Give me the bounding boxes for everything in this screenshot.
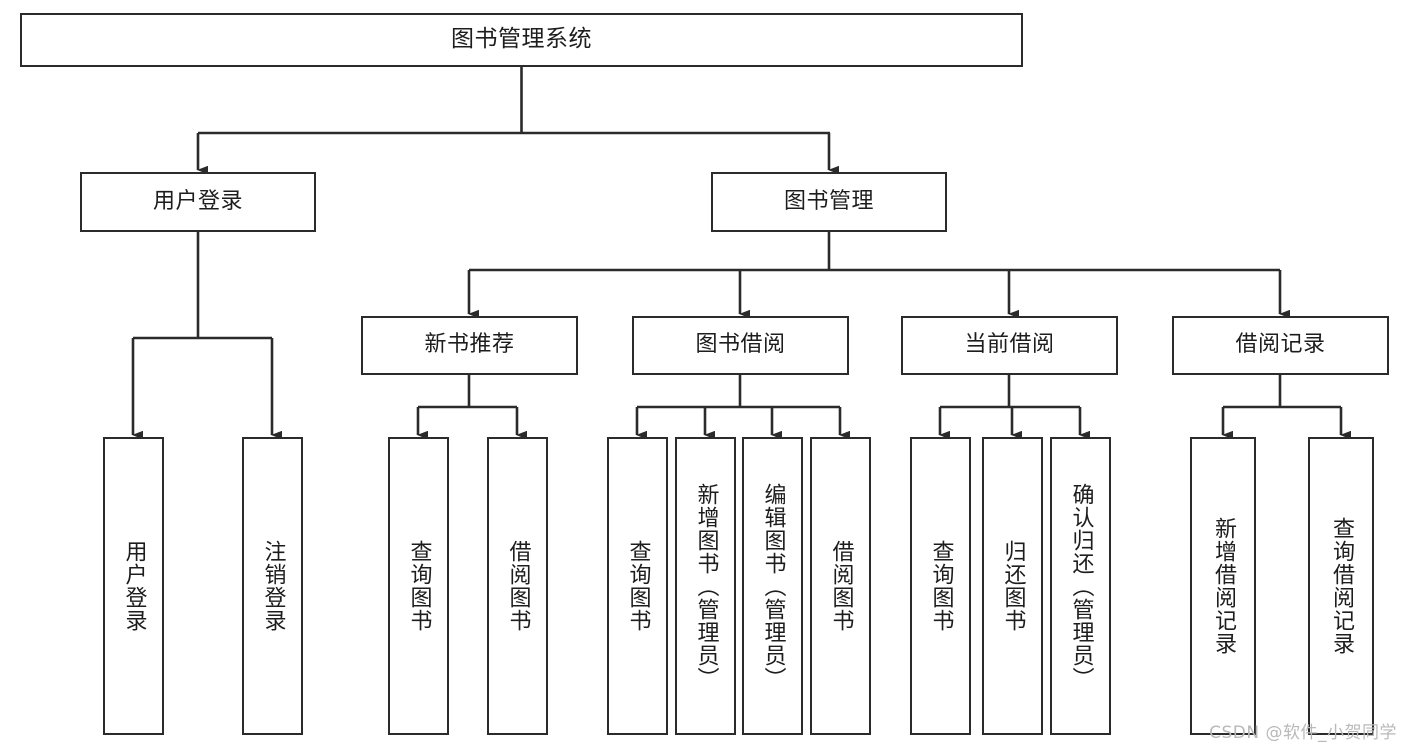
node-label: 新增借阅记录 [1210, 517, 1236, 655]
node-leaf-borrow-book[interactable]: 借阅图书 [810, 437, 871, 735]
node-label: 查询图书 [625, 540, 651, 632]
node-label: 注销登录 [260, 540, 286, 632]
node-leaf-query-record[interactable]: 查询借阅记录 [1308, 437, 1374, 735]
node-label: 查询图书 [928, 540, 954, 632]
node-leaf-query-book-rec[interactable]: 查询图书 [388, 437, 449, 735]
node-label: 用户登录 [152, 188, 243, 214]
node-label: 新增图书（管理员） [693, 482, 719, 690]
node-label: 新书推荐 [424, 332, 515, 358]
node-current-borrow[interactable]: 当前借阅 [901, 316, 1118, 375]
node-leaf-query-book-current[interactable]: 查询图书 [910, 437, 971, 735]
node-leaf-return-book[interactable]: 归还图书 [982, 437, 1043, 735]
node-leaf-confirm-return[interactable]: 确认归还（管理员） [1050, 437, 1111, 735]
node-new-book-rec[interactable]: 新书推荐 [361, 316, 578, 375]
node-label: 当前借阅 [964, 332, 1055, 358]
node-book-borrow[interactable]: 图书借阅 [632, 316, 849, 375]
node-label: 图书管理系统 [451, 26, 592, 53]
node-leaf-add-book[interactable]: 新增图书（管理员） [675, 437, 736, 735]
node-label: 归还图书 [1000, 540, 1026, 632]
node-root-system[interactable]: 图书管理系统 [20, 13, 1023, 67]
node-user-login[interactable]: 用户登录 [80, 172, 316, 232]
node-label: 确认归还（管理员） [1068, 482, 1094, 690]
node-book-manage[interactable]: 图书管理 [711, 172, 947, 232]
node-leaf-borrow-book-rec[interactable]: 借阅图书 [487, 437, 548, 735]
node-label: 查询图书 [406, 540, 432, 632]
node-leaf-user-login[interactable]: 用户登录 [103, 437, 164, 735]
node-label: 图书借阅 [695, 332, 786, 358]
node-label: 用户登录 [121, 540, 147, 632]
node-leaf-query-book-borrow[interactable]: 查询图书 [607, 437, 668, 735]
node-label: 借阅图书 [828, 540, 854, 632]
node-leaf-add-record[interactable]: 新增借阅记录 [1190, 437, 1256, 735]
node-label: 编辑图书（管理员） [760, 482, 786, 690]
node-leaf-logout[interactable]: 注销登录 [242, 437, 303, 735]
node-label: 查询借阅记录 [1328, 517, 1354, 655]
node-label: 借阅图书 [505, 540, 531, 632]
node-borrow-record[interactable]: 借阅记录 [1172, 316, 1389, 375]
watermark: CSDN @软件_小贺同学 [1209, 723, 1397, 743]
node-label: 图书管理 [783, 188, 874, 214]
node-leaf-edit-book[interactable]: 编辑图书（管理员） [742, 437, 803, 735]
node-label: 借阅记录 [1235, 332, 1326, 358]
